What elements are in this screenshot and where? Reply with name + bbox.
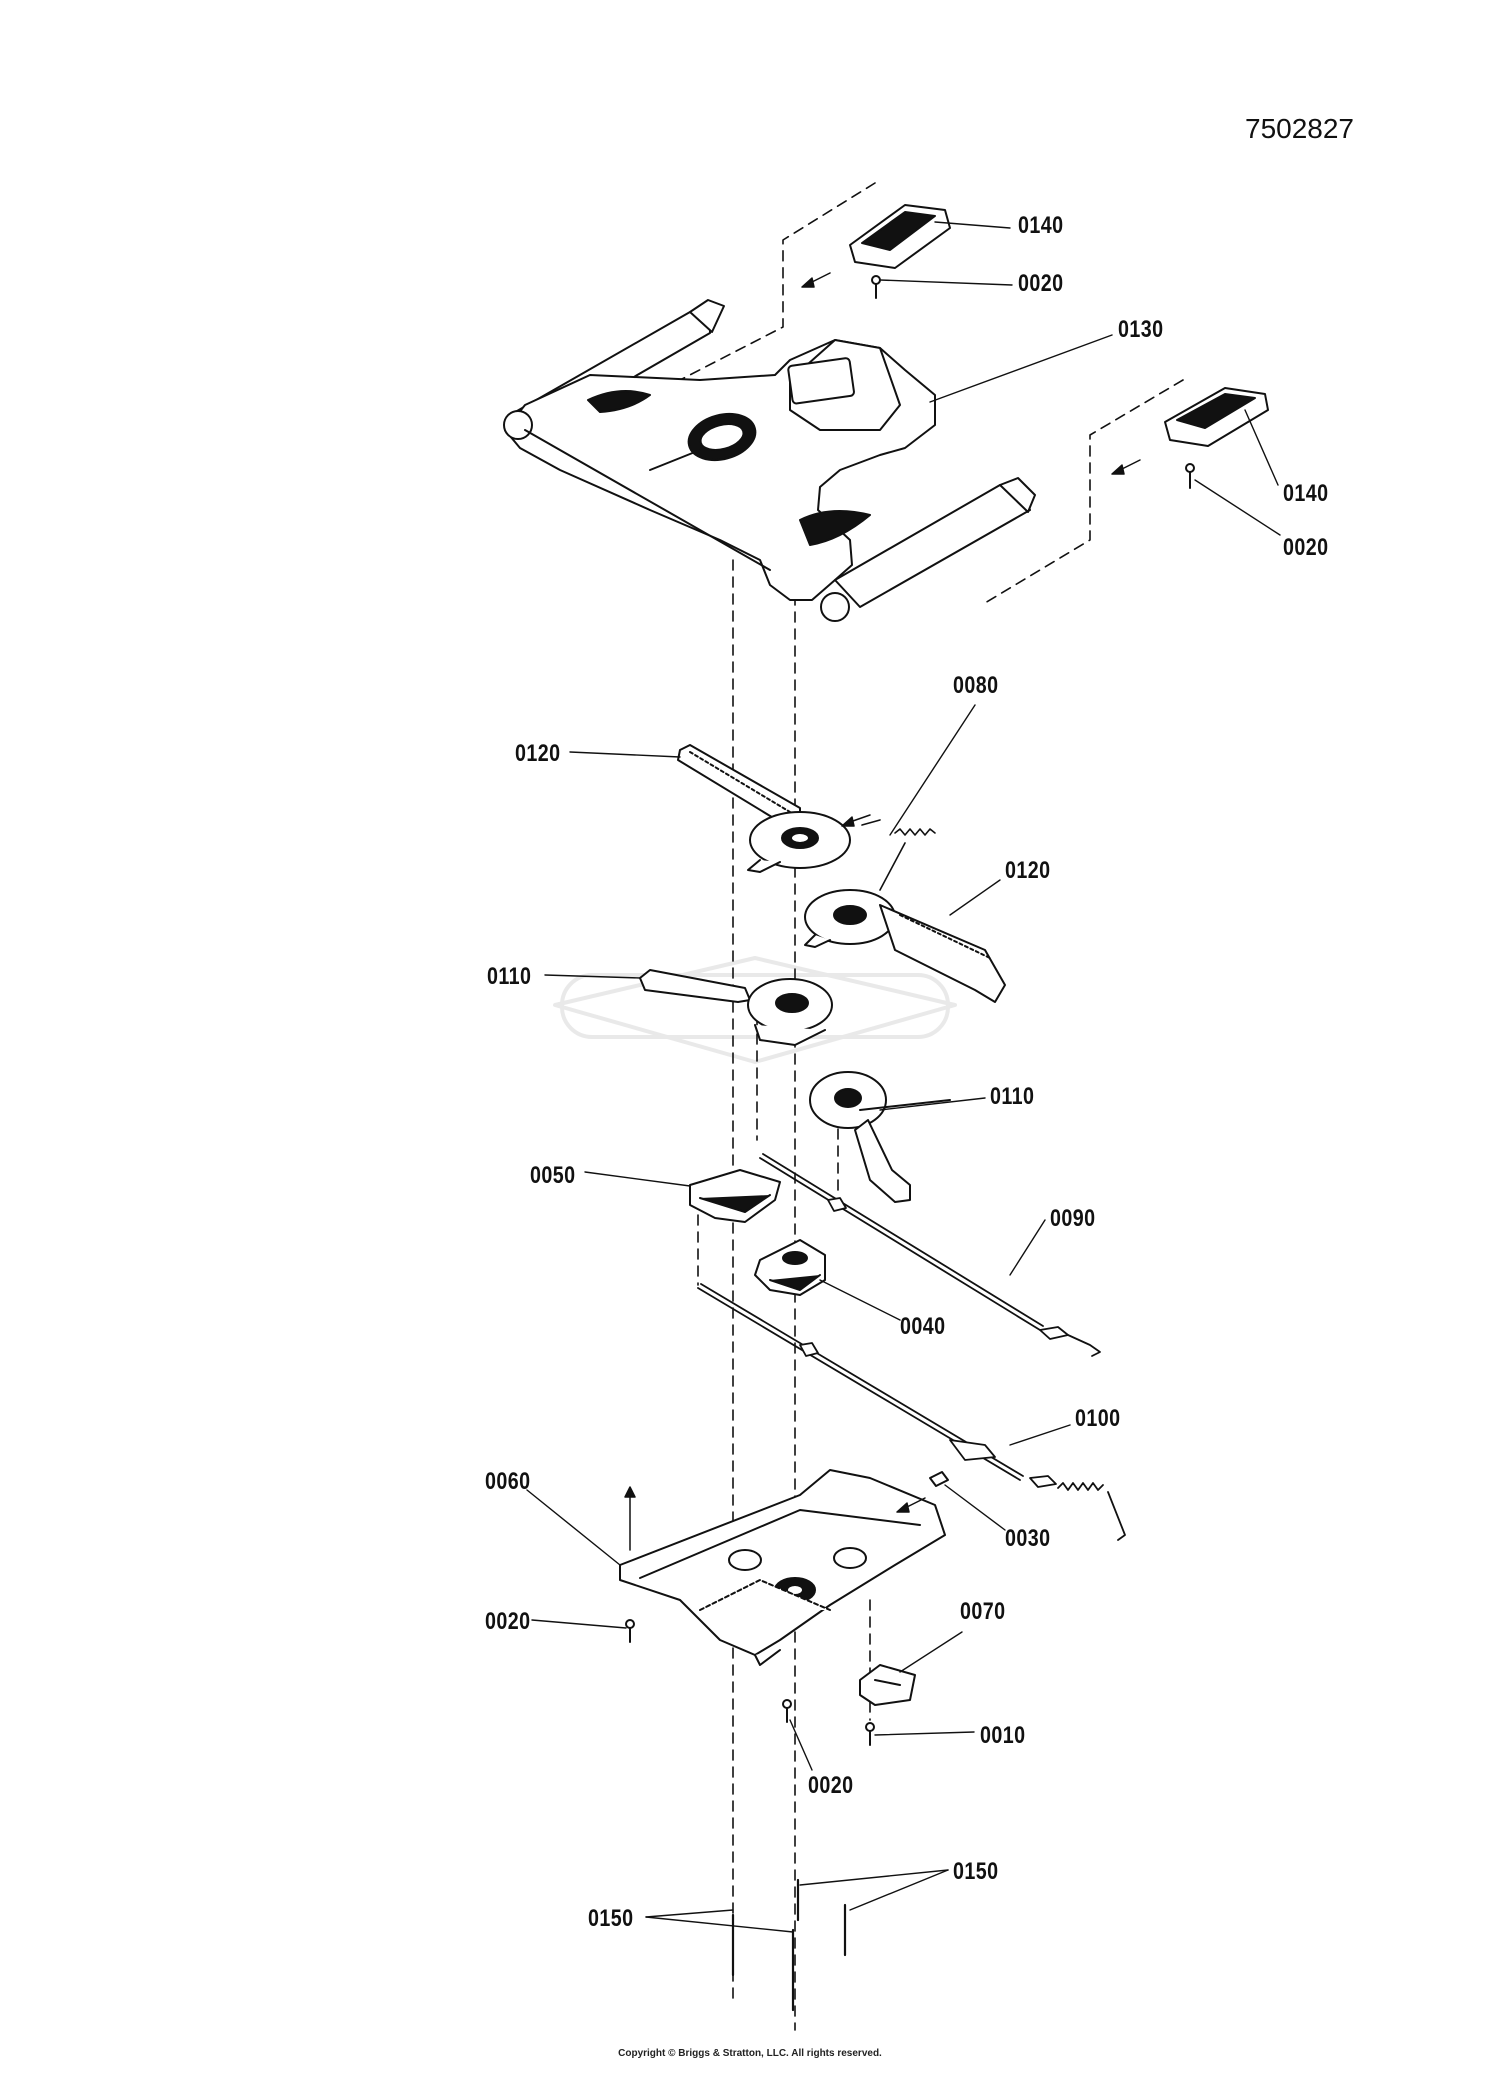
lever-0120-upper xyxy=(677,744,851,873)
foot-pad-0140-top xyxy=(849,204,951,269)
leader-lines xyxy=(526,221,1281,1933)
part-label-0110[interactable]: 0110 xyxy=(990,1083,1035,1110)
part-label-0010[interactable]: 0010 xyxy=(980,1722,1026,1749)
part-label-0080[interactable]: 0080 xyxy=(953,672,999,699)
cam-plate-0040 xyxy=(754,1239,826,1296)
cable-0100 xyxy=(697,1283,1126,1541)
cable-0090 xyxy=(759,1153,1101,1357)
part-label-0140[interactable]: 0140 xyxy=(1018,212,1064,239)
part-label-0090[interactable]: 0090 xyxy=(1050,1205,1096,1232)
screws-0020-top xyxy=(871,275,1195,489)
part-label-0130[interactable]: 0130 xyxy=(1118,316,1164,343)
lever-0110-upper xyxy=(639,969,833,1046)
part-label-0150[interactable]: 0150 xyxy=(588,1905,634,1932)
part-label-0040[interactable]: 0040 xyxy=(900,1313,946,1340)
part-label-0070[interactable]: 0070 xyxy=(960,1598,1006,1625)
pins-0150 xyxy=(731,1878,847,2012)
part-label-0050[interactable]: 0050 xyxy=(530,1162,576,1189)
copyright-notice: Copyright © Briggs & Stratton, LLC. All … xyxy=(618,2048,882,2059)
handle-housing-0130 xyxy=(503,299,1036,622)
bracket-0070 xyxy=(859,1664,916,1706)
lever-0120-lower xyxy=(804,889,1006,1003)
cam-plate-0050 xyxy=(689,1169,781,1223)
lever-0110-lower xyxy=(809,1071,951,1203)
part-label-0060[interactable]: 0060 xyxy=(485,1468,531,1495)
part-label-0030[interactable]: 0030 xyxy=(1005,1525,1051,1552)
part-label-0020[interactable]: 0020 xyxy=(1018,270,1064,297)
clip-0030 xyxy=(929,1471,949,1487)
base-plate-0060 xyxy=(619,1469,946,1666)
diagram-number: 7502827 xyxy=(1245,113,1355,144)
part-label-0020[interactable]: 0020 xyxy=(808,1772,854,1799)
watermark-logo xyxy=(553,956,957,1064)
part-label-0100[interactable]: 0100 xyxy=(1075,1405,1121,1432)
part-label-0020[interactable]: 0020 xyxy=(1283,534,1329,561)
direction-arrows xyxy=(624,272,1141,1551)
screws-base xyxy=(625,1619,875,1746)
part-label-0120[interactable]: 0120 xyxy=(1005,857,1051,884)
part-label-0150[interactable]: 0150 xyxy=(953,1858,999,1885)
spring-0080 xyxy=(861,819,936,891)
part-label-0020[interactable]: 0020 xyxy=(485,1608,531,1635)
part-label-0120[interactable]: 0120 xyxy=(515,740,561,767)
part-label-0110[interactable]: 0110 xyxy=(487,963,532,990)
part-label-0140[interactable]: 0140 xyxy=(1283,480,1329,507)
foot-pad-0140-right xyxy=(1164,387,1269,447)
